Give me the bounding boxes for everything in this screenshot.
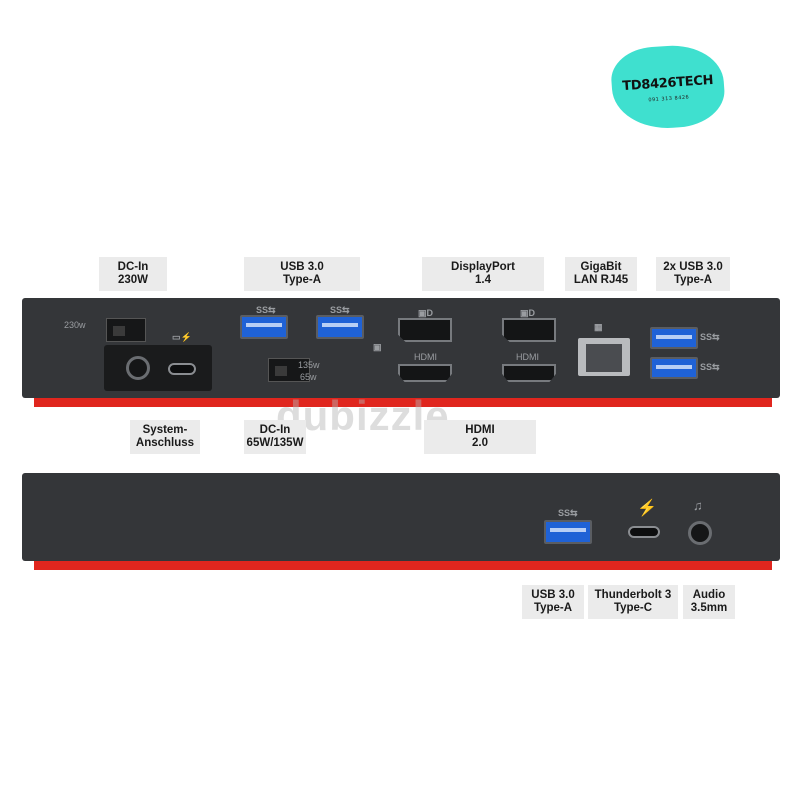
ss-usb-icon: SS⇆: [558, 508, 578, 518]
dc-in-65-135w-port: [268, 358, 310, 382]
thunderbolt-icon: ⚡: [637, 500, 657, 517]
dc-230-mark: 230w: [64, 320, 86, 330]
rj45-lan-port: [578, 338, 630, 376]
headphone-icon: ♫: [693, 498, 703, 513]
hdmi-mark: HDMI: [516, 352, 539, 362]
ss-usb-charge-icon: SS⇆: [700, 362, 720, 372]
hdmi-mark: HDMI: [414, 352, 437, 362]
displayport-2: [502, 318, 556, 342]
laptop-power-icon: ▭⚡: [172, 332, 192, 342]
dp-icon: ▣D: [418, 308, 434, 318]
logo-text: TD8426TECH: [621, 72, 714, 95]
displayport-1: [398, 318, 452, 342]
rear-usb-a-port-4: [650, 357, 698, 379]
hdmi-port-2: [502, 364, 556, 382]
logo-phone: 091 313 8426: [648, 94, 690, 104]
dock-front-panel: [22, 473, 780, 561]
network-icon: ▦: [594, 322, 603, 332]
rear-usb-a-port-3: [650, 327, 698, 349]
dock-rear-red-strip: [34, 398, 772, 407]
ss-usb-icon: SS⇆: [256, 305, 276, 315]
ss-usb-icon: SS⇆: [700, 332, 720, 342]
seller-logo: TD8426TECH 091 313 8426: [609, 42, 727, 132]
ss-usb-icon: SS⇆: [330, 305, 350, 315]
system-round-port: [126, 356, 150, 380]
monitor-icon: ▣: [373, 342, 382, 352]
dc-65-mark: 65w: [300, 372, 317, 382]
rear-usb-a-port-1: [240, 315, 288, 339]
thunderbolt3-usb-c-port: [628, 526, 660, 538]
system-usb-c-port: [168, 363, 196, 375]
dock-front-red-strip: [34, 561, 772, 570]
dc-in-230w-port: [106, 318, 146, 342]
hdmi-port-1: [398, 364, 452, 382]
rear-usb-a-port-2: [316, 315, 364, 339]
dc-135-mark: 135w: [298, 360, 320, 370]
front-usb-a-port: [544, 520, 592, 544]
dp-icon: ▣D: [520, 308, 536, 318]
audio-jack-port: [688, 521, 712, 545]
label-system-connector: System-Anschluss: [130, 420, 200, 454]
